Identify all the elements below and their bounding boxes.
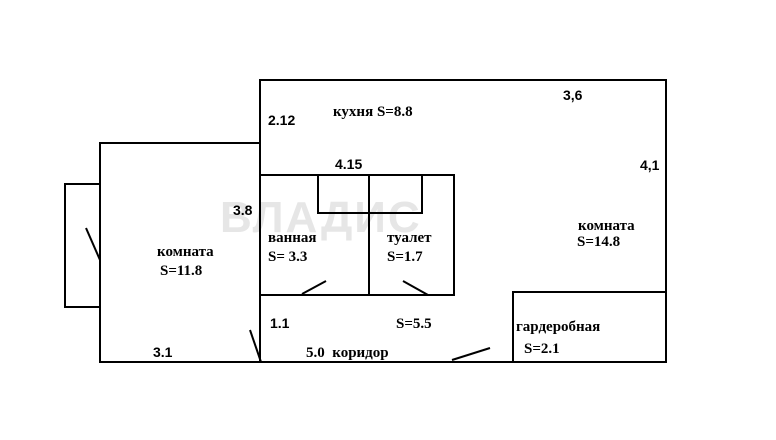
door-bathroom: [301, 280, 327, 295]
dimension-4-1: 4,1: [640, 157, 660, 173]
door-left-room: [249, 329, 262, 363]
room-left-area: S=11.8: [160, 263, 203, 279]
bathroom-area: S= 3.3: [268, 249, 308, 265]
dimension-5-0: 5.0: [306, 345, 325, 361]
door-corridor: [451, 347, 491, 361]
corridor-area: S=5.5: [396, 316, 432, 332]
dimension-3-6: 3,6: [563, 87, 583, 103]
wardrobe-wall: [512, 291, 667, 363]
door-toilet: [402, 280, 429, 296]
ventilation-shaft: [317, 175, 423, 214]
dimension-3-1: 3.1: [153, 344, 173, 360]
bathroom-name: ванная: [268, 230, 317, 246]
dimension-4-15: 4.15: [335, 156, 363, 172]
balcony: [64, 183, 101, 308]
door-balcony: [85, 227, 101, 261]
dimension-3-8: 3.8: [233, 202, 253, 218]
watermark: ВЛАДИС: [220, 193, 422, 242]
room-right-name: комната: [578, 218, 635, 234]
room-right-area: S=14.8: [577, 234, 621, 250]
bathroom-toilet-block: [259, 174, 455, 296]
wardrobe-name: гардеробная: [516, 319, 601, 335]
room-left-name: комната: [157, 244, 214, 260]
kitchen-area: S=8.8: [376, 104, 413, 120]
corridor-name: коридор: [332, 345, 389, 361]
dimension-2-12: 2.12: [268, 112, 296, 128]
wardrobe-area: S=2.1: [524, 341, 560, 357]
toilet-area: S=1.7: [387, 249, 423, 265]
toilet-name: туалет: [387, 230, 432, 246]
kitchen-name: кухня: [333, 104, 374, 120]
dimension-1-1: 1.1: [270, 315, 290, 331]
